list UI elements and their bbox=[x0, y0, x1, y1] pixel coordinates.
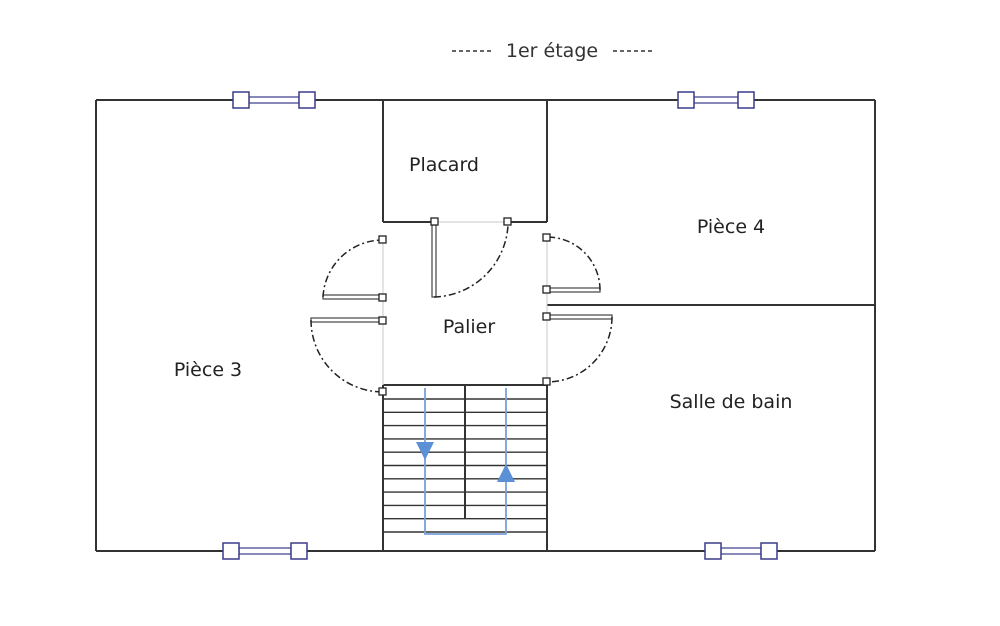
window-icon bbox=[232, 91, 316, 109]
outer-walls bbox=[95, 99, 876, 552]
room-label-piece4: Pièce 4 bbox=[697, 216, 765, 238]
floor-title: 1er étage bbox=[452, 40, 655, 62]
staircase bbox=[383, 385, 547, 535]
stair-arrow-icon bbox=[497, 464, 515, 482]
stair-arrow-icon bbox=[416, 442, 434, 460]
door-swing-icon bbox=[310, 235, 387, 396]
door-swing-icon bbox=[430, 217, 512, 298]
room-label-piece3: Pièce 3 bbox=[174, 359, 242, 381]
window-icon bbox=[677, 91, 755, 109]
room-label-salle-de-bain: Salle de bain bbox=[670, 391, 793, 413]
stair-flow-line bbox=[424, 388, 507, 535]
window-icon bbox=[222, 542, 308, 560]
floor-title-text: 1er étage bbox=[506, 40, 598, 62]
room-label-placard: Placard bbox=[409, 154, 479, 176]
door-swing-icon bbox=[542, 233, 613, 386]
interior-walls bbox=[382, 100, 875, 551]
room-label-palier: Palier bbox=[443, 316, 495, 338]
window-icon bbox=[704, 542, 778, 560]
